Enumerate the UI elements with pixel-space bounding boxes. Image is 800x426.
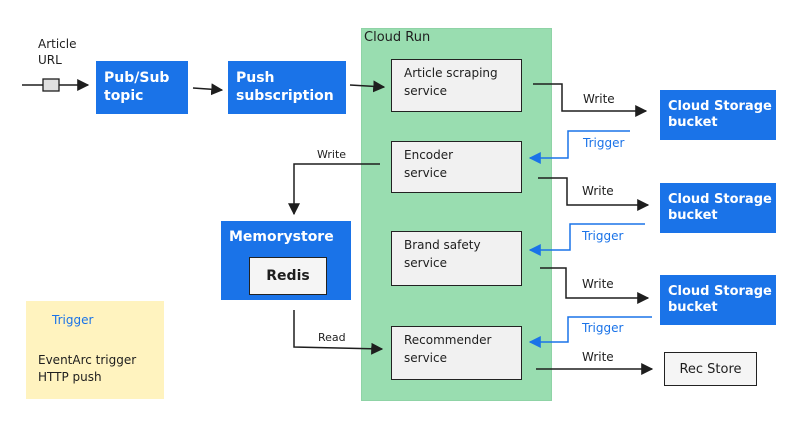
article-url-label: Article URL [38, 37, 77, 67]
encoder-write-arrow [288, 163, 380, 216]
write-label-4: Write [582, 350, 614, 364]
memorystore-title: Memorystore [229, 229, 334, 245]
input-to-pubsub-arrow [22, 78, 90, 92]
legend-box [26, 301, 164, 399]
message-icon [42, 78, 60, 92]
redis-read-arrow [293, 310, 384, 355]
redis-node: Redis [249, 257, 327, 295]
legend-trigger-label: Trigger [52, 313, 94, 327]
trigger-label-1: Trigger [583, 136, 625, 150]
pubsub-to-push-arrow [192, 83, 224, 96]
write-label-3: Write [582, 277, 614, 291]
redis-read-label: Read [318, 331, 346, 344]
trigger-arrow-3 [528, 316, 652, 348]
brand-safety-write-arrow [540, 267, 650, 304]
rec-store-node: Rec Store [664, 352, 757, 386]
scraper-write-arrow [533, 83, 648, 117]
encoder-storage-write-arrow [538, 177, 650, 211]
legend-description: EventArc trigger HTTP push [38, 353, 137, 385]
trigger-label-2: Trigger [582, 229, 624, 243]
trigger-label-3: Trigger [582, 321, 624, 335]
cloud-run-label: Cloud Run [364, 30, 431, 45]
encoder-write-label: Write [317, 148, 347, 161]
write-label-1: Write [583, 92, 615, 106]
trigger-arrow-2 [528, 223, 645, 256]
write-label-2: Write [582, 184, 614, 198]
push-to-scraper-arrow [349, 80, 386, 93]
trigger-arrow-1 [528, 130, 630, 164]
